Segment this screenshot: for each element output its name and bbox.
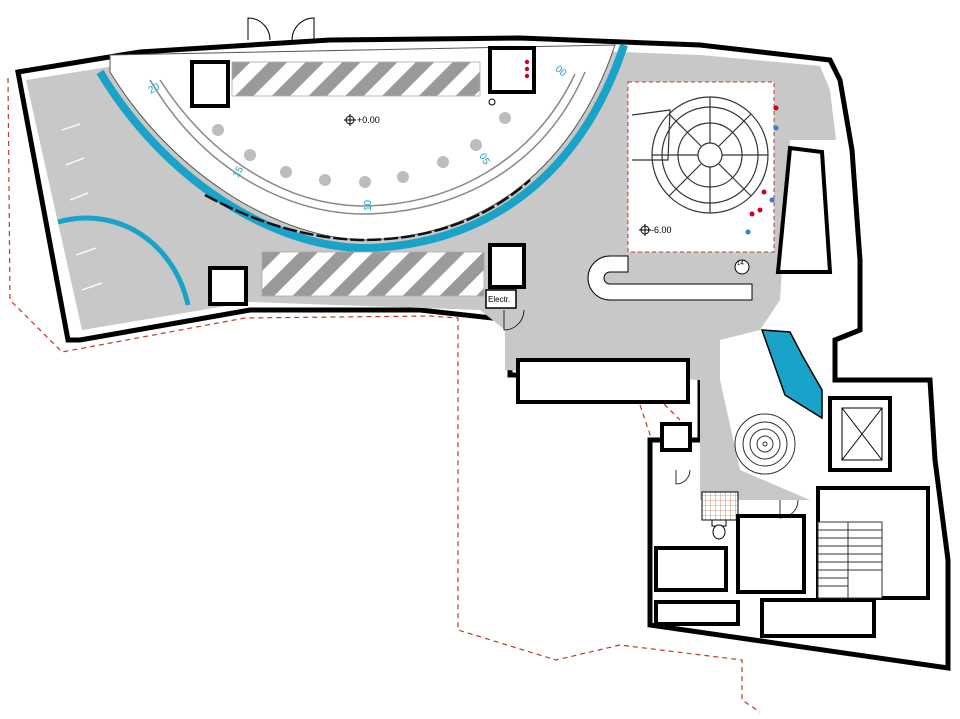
stair-tag: 14: [734, 259, 750, 275]
electrical-room-label: Electr.: [488, 295, 510, 304]
ramp-center-marker: [488, 98, 496, 106]
columns: [190, 46, 536, 306]
spiral-stair-icon: [631, 96, 769, 214]
stair-void: [627, 81, 775, 253]
door-swing-icon: [247, 17, 315, 41]
electrical-room: [485, 289, 517, 309]
hatch-strip-bottom: [261, 251, 485, 297]
east-core: [775, 145, 833, 274]
ramp-tick-15: 15: [231, 164, 246, 180]
level-label-lower: -6.00: [651, 225, 672, 235]
ramp-rail-inner: [159, 73, 576, 207]
electrical-door-swing: [503, 309, 525, 331]
concentric-circles-icon: [734, 413, 796, 475]
ramp-tick-10: 10: [363, 199, 374, 211]
elevator-x-icon: [841, 407, 883, 461]
ramp-dots: [212, 112, 511, 188]
level-marker-top: +0.00: [344, 114, 380, 126]
parking-lines: [61, 123, 103, 291]
wc-tiles: [701, 491, 739, 521]
ramp-dark-rail: [204, 179, 531, 242]
ramp-tick-20: 20: [147, 81, 163, 96]
level-label-top: +0.00: [357, 115, 380, 125]
elevator-buttons: [524, 59, 530, 79]
crosshair-level-icon-lower: [639, 224, 651, 236]
ramp-accent-band: [96, 43, 628, 253]
crosshair-level-icon: [344, 114, 356, 126]
left-turn-arc: [57, 215, 191, 306]
accent-wedge: [760, 329, 823, 420]
toilet-icon: [711, 519, 727, 540]
ramp-rail-outer: [149, 71, 586, 215]
svg-text:14: 14: [737, 261, 744, 267]
east-staircase: [817, 521, 883, 599]
wc-door-swing: [779, 499, 799, 519]
level-marker-lower: -6.00: [639, 224, 672, 236]
hatch-strip-top: [231, 61, 481, 97]
stair-dots: [745, 105, 779, 235]
lower-door-swing: [675, 469, 691, 485]
ramp-tick-05: 05: [476, 152, 491, 168]
u-bench: [587, 255, 753, 301]
